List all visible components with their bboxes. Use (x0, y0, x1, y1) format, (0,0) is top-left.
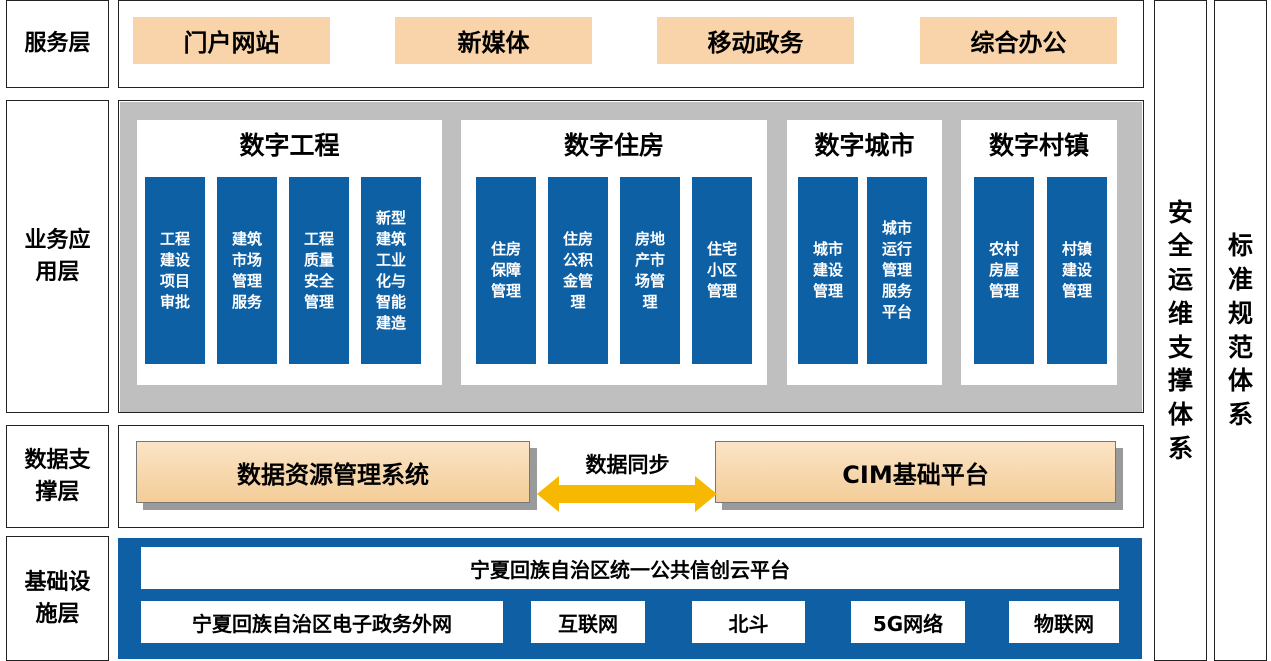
app-tile: 建筑 市场 管理 服务 (217, 177, 277, 364)
app-tile: 新型 建筑 工业 化与 智能 建造 (361, 177, 421, 364)
network-5g: 5G网络 (851, 601, 965, 643)
group-title: 数字村镇 (988, 131, 1089, 160)
group-digital-city: 数字城市 城市 建设 管理 城市 运行 管理 服务 平台 (787, 120, 942, 385)
app-tile: 工程 建设 项目 审批 (145, 177, 205, 364)
app-tile: 城市 建设 管理 (798, 177, 858, 364)
service-item-office: 综合办公 (920, 17, 1117, 64)
group-digital-village: 数字村镇 农村 房屋 管理 村镇 建设 管理 (961, 120, 1117, 385)
data-resource-system: 数据资源管理系统 (136, 441, 530, 503)
app-tile: 住房 公积 金管 理 (548, 177, 608, 364)
group-title: 数字工程 (239, 131, 340, 160)
security-ops-column: 安全运维支撑体系 (1154, 0, 1207, 661)
app-tile: 房地 产市 场管 理 (620, 177, 680, 364)
layer-label-application: 业务应 用层 (6, 100, 109, 413)
cloud-platform: 宁夏回族自治区统一公共信创云平台 (141, 547, 1119, 589)
group-title: 数字住房 (563, 131, 664, 160)
group-title: 数字城市 (814, 131, 915, 160)
network-internet: 互联网 (531, 601, 645, 643)
layer-label-data: 数据支 撑层 (6, 425, 109, 528)
cim-platform: CIM基础平台 (715, 441, 1116, 503)
layer-label-infrastructure: 基础设 施层 (6, 536, 109, 661)
service-item-portal: 门户网站 (133, 17, 330, 64)
app-tile: 村镇 建设 管理 (1047, 177, 1107, 364)
service-item-mobile-gov: 移动政务 (657, 17, 854, 64)
group-digital-engineering: 数字工程 工程 建设 项目 审批 建筑 市场 管理 服务 工程 质量 安全 管理… (137, 120, 442, 385)
security-ops-label: 安全运维支撑体系 (1167, 197, 1193, 463)
service-item-new-media: 新媒体 (395, 17, 592, 64)
app-tile: 城市 运行 管理 服务 平台 (867, 177, 927, 364)
network-iot: 物联网 (1009, 601, 1119, 643)
app-tile: 住房 保障 管理 (476, 177, 536, 364)
app-tile: 住宅 小区 管理 (692, 177, 752, 364)
network-gov-extranet: 宁夏回族自治区电子政务外网 (141, 601, 503, 643)
app-tile: 农村 房屋 管理 (974, 177, 1034, 364)
app-tile: 工程 质量 安全 管理 (289, 177, 349, 364)
standards-label: 标准规范体系 (1227, 231, 1253, 429)
network-beidou: 北斗 (692, 601, 805, 643)
group-digital-housing: 数字住房 住房 保障 管理 住房 公积 金管 理 房地 产市 场管 理 住宅 小… (461, 120, 767, 385)
data-sync-label: 数据同步 (585, 453, 670, 477)
standards-column: 标准规范体系 (1214, 0, 1267, 661)
layer-label-service: 服务层 (6, 0, 109, 88)
sync-arrow-icon (537, 476, 717, 512)
